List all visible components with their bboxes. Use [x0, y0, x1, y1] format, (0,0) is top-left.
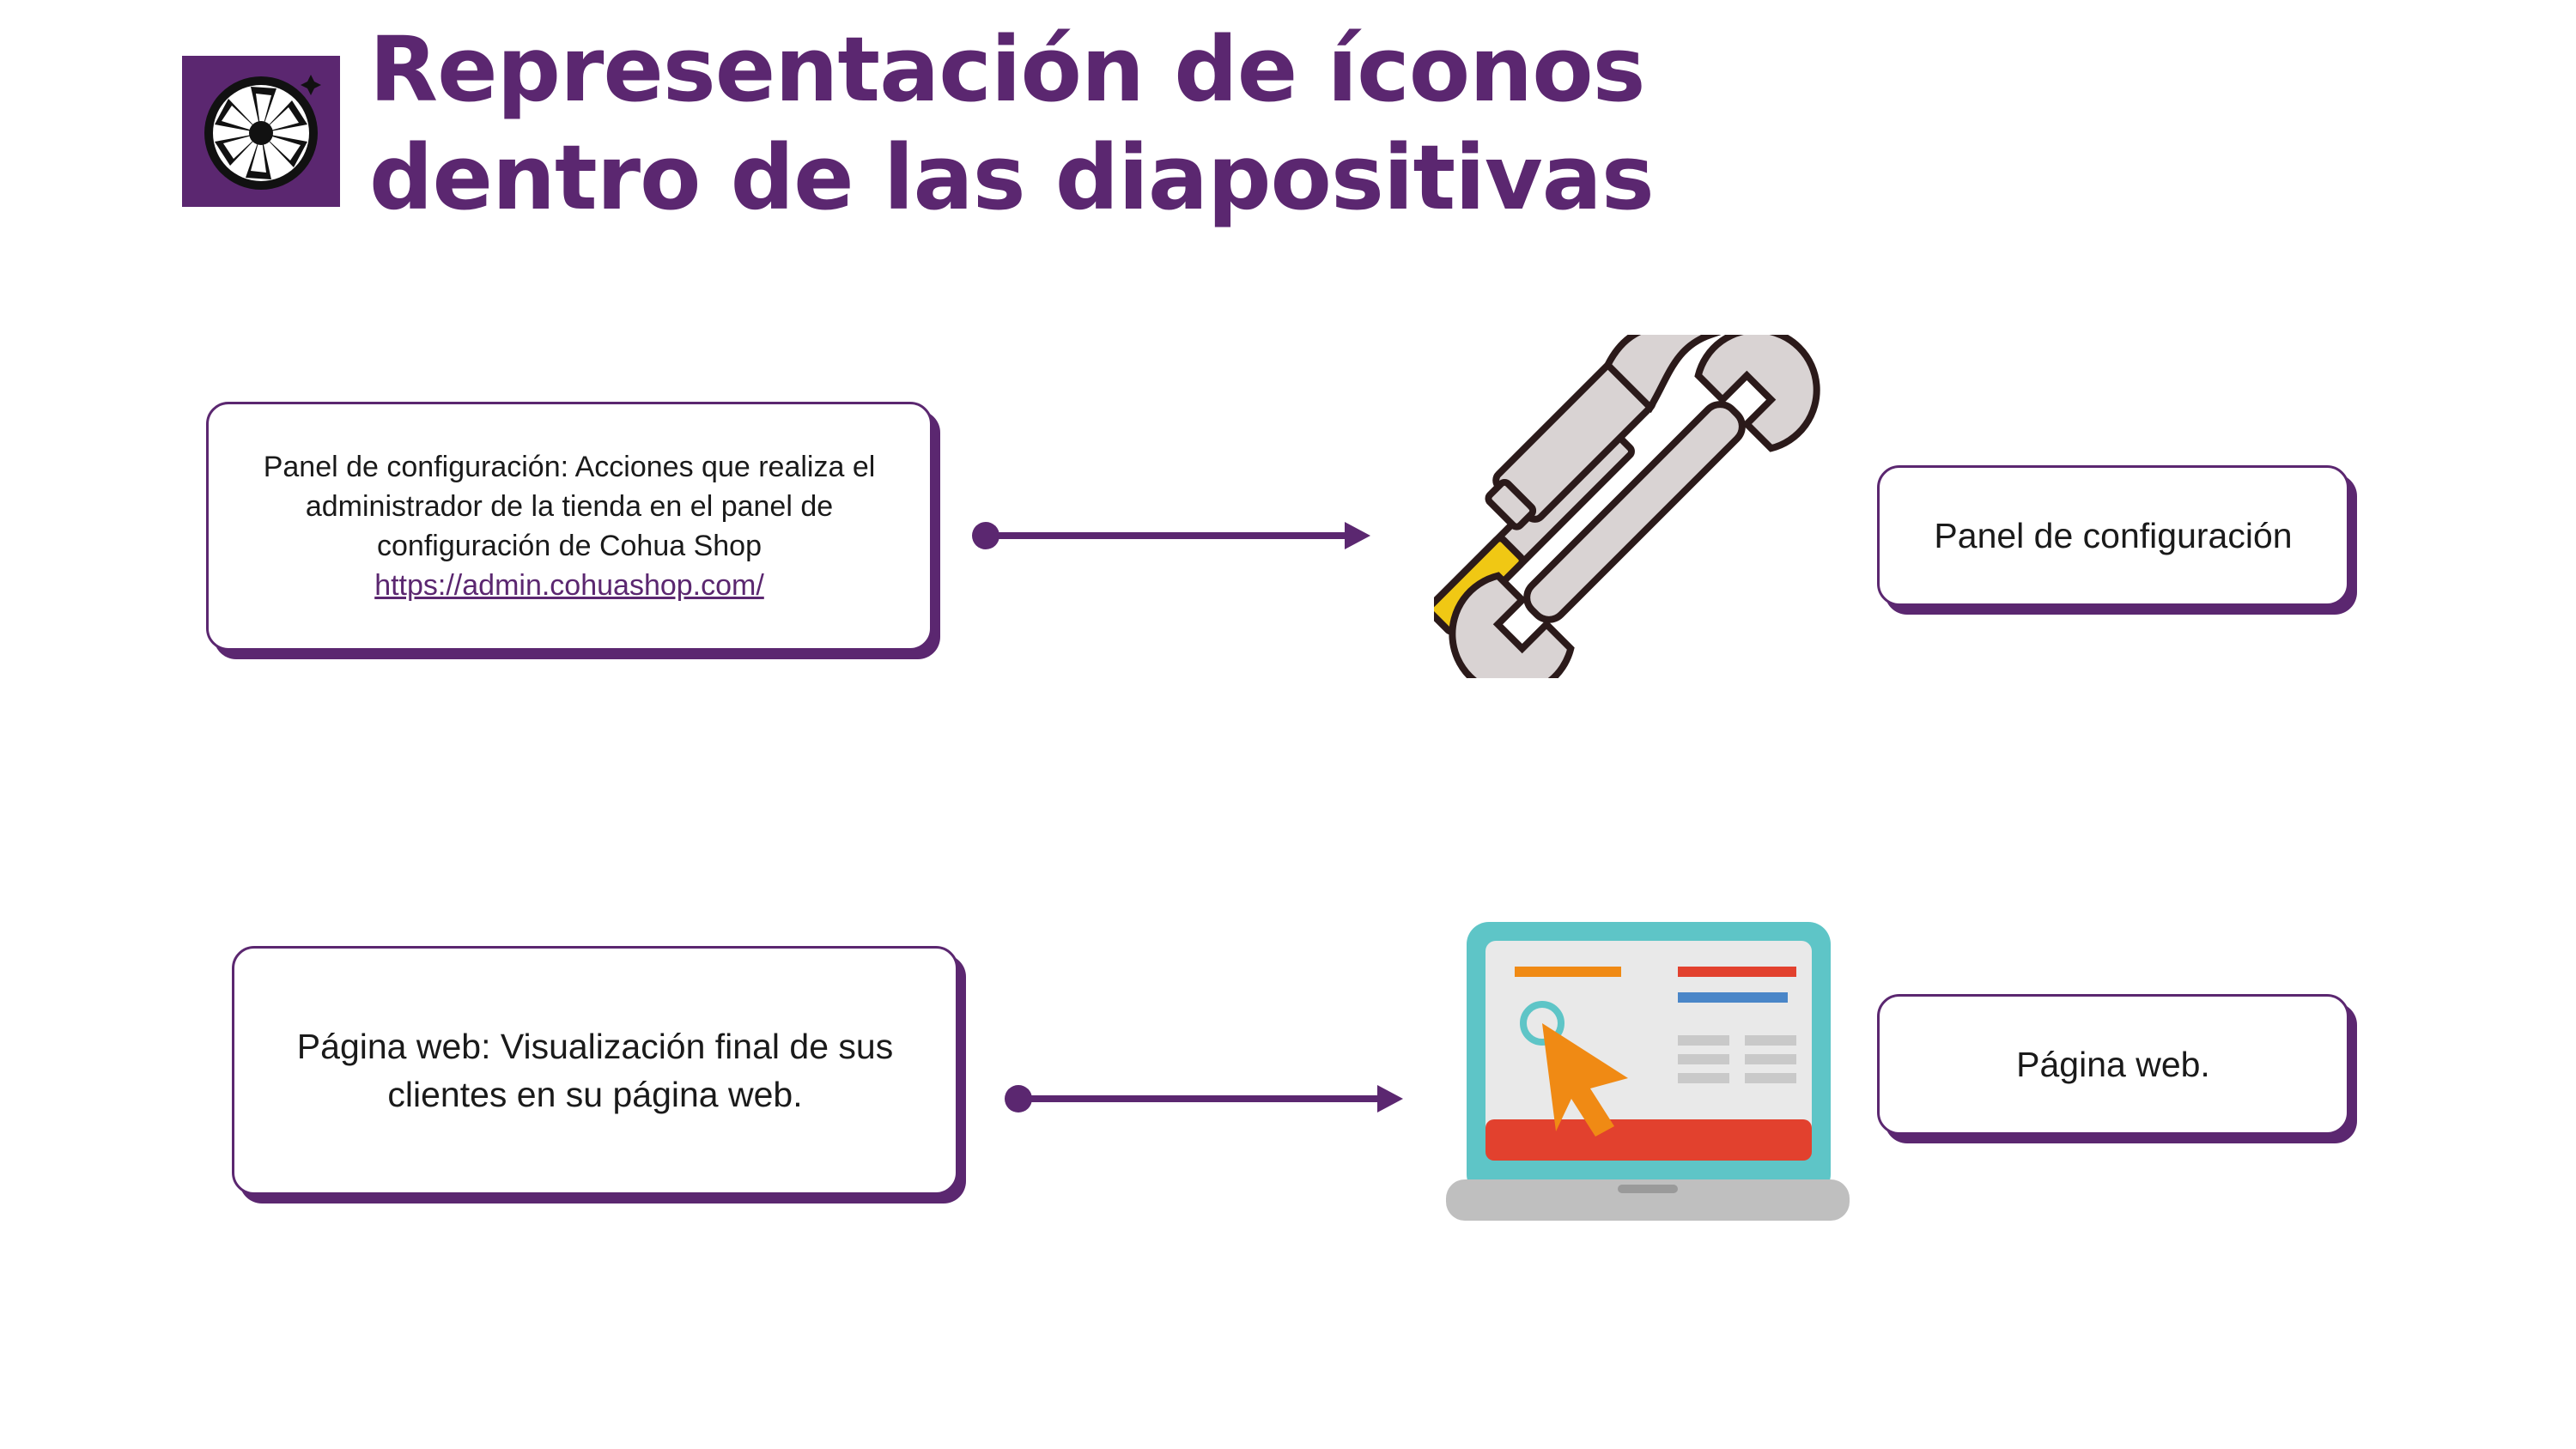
panel-label-text: Panel de configuración — [1934, 515, 2293, 555]
slide-title-line1: Representación de íconos — [369, 17, 1646, 122]
panel-description-box: Panel de configuración: Acciones que rea… — [206, 402, 933, 651]
panel-description-text: Panel de configuración: Acciones que rea… — [263, 451, 876, 562]
web-label-text: Página web. — [2016, 1044, 2210, 1084]
arrow-web — [1005, 1085, 1403, 1113]
web-description-box: Página web: Visualización final de sus c… — [232, 946, 958, 1195]
slide-title: Representación de íconos dentro de las d… — [369, 15, 1655, 232]
laptop-cursor-icon — [1446, 922, 1850, 1221]
web-label-box: Página web. — [1877, 994, 2349, 1135]
web-description-text: Página web: Visualización final de sus c… — [296, 1027, 894, 1114]
arrow-panel — [972, 522, 1370, 549]
hammer-wrench-icon — [1434, 335, 1820, 678]
admin-link[interactable]: https://admin.cohuashop.com/ — [374, 569, 764, 602]
panel-label-box: Panel de configuración — [1877, 465, 2349, 606]
logo — [182, 56, 340, 207]
camera-aperture-icon — [204, 75, 321, 190]
slide-title-line2: dentro de las diapositivas — [369, 125, 1655, 230]
